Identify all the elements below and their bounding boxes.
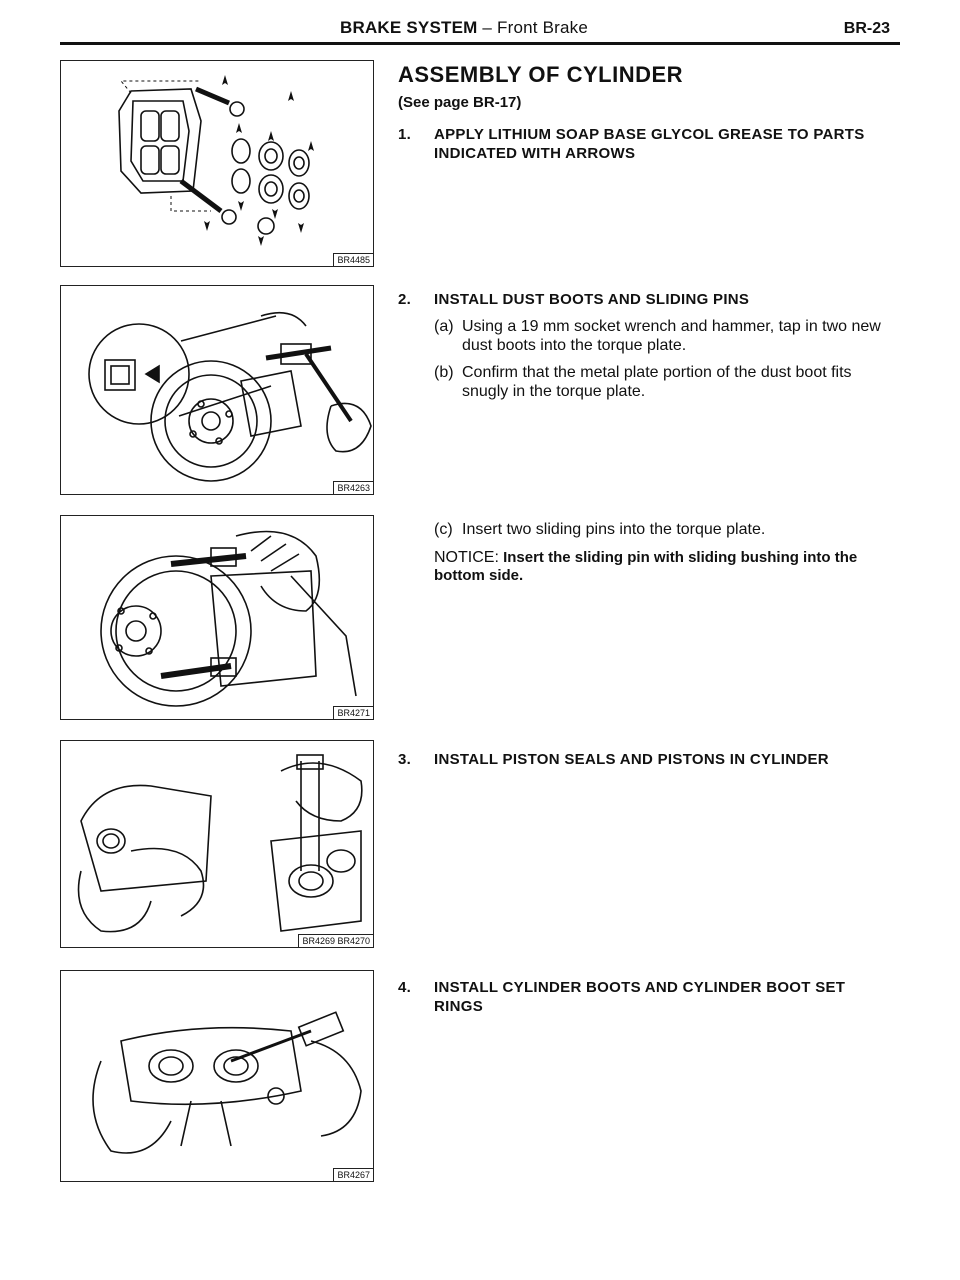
header-subsection: Front Brake <box>497 18 589 37</box>
sub-step-text: Confirm that the metal plate portion of … <box>462 364 852 400</box>
figure-label: BR4269 BR4270 <box>298 934 373 947</box>
step-text: INSTALL CYLINDER BOOTS AND CYLINDER BOOT… <box>434 979 846 1015</box>
step-number: 4. <box>398 979 412 996</box>
section-step-4: 4. INSTALL CYLINDER BOOTS AND CYLINDER BO… <box>398 978 898 1016</box>
header-rule <box>60 42 900 45</box>
step-text: INSTALL PISTON SEALS AND PISTONS IN CYLI… <box>434 751 829 768</box>
step-text: APPLY LITHIUM SOAP BASE GLYCOL GREASE TO… <box>434 126 865 162</box>
figure-cylinder-boots: BR4267 <box>60 970 374 1182</box>
section-assembly: ASSEMBLY OF CYLINDER (See page BR-17) 1.… <box>398 62 898 163</box>
step-1: 1. APPLY LITHIUM SOAP BASE GLYCOL GREASE … <box>398 125 898 163</box>
sub-step-text: Insert two sliding pins into the torque … <box>462 521 766 538</box>
step-3: 3. INSTALL PISTON SEALS AND PISTONS IN CY… <box>398 750 898 769</box>
section-step-3: 3. INSTALL PISTON SEALS AND PISTONS IN CY… <box>398 750 898 769</box>
section-step-2: 2. INSTALL DUST BOOTS AND SLIDING PINS (a… <box>398 290 898 401</box>
header-section: BRAKE SYSTEM <box>340 18 478 37</box>
step-2a: (a) Using a 19 mm socket wrench and hamme… <box>434 317 898 355</box>
figure-label: BR4267 <box>333 1168 373 1181</box>
step-number: 3. <box>398 751 412 768</box>
dust-boot-illustration <box>88 311 372 482</box>
section-step-2c: (c) Insert two sliding pins into the torq… <box>398 520 898 585</box>
notice: NOTICE: Insert the sliding pin with slid… <box>434 549 894 585</box>
sliding-pins-illustration <box>100 530 357 707</box>
step-text: INSTALL DUST BOOTS AND SLIDING PINS <box>434 291 750 308</box>
cylinder-boots-illustration <box>92 1011 362 1154</box>
step-2: 2. INSTALL DUST BOOTS AND SLIDING PINS <box>398 290 898 309</box>
step-2b: (b) Confirm that the metal plate portion … <box>434 363 898 401</box>
sub-step-letter: (c) <box>434 521 453 538</box>
figure-piston-install: BR4269 BR4270 <box>60 740 374 948</box>
figure-label: BR4271 <box>333 706 373 719</box>
piston-install-illustration <box>77 754 363 933</box>
step-number: 2. <box>398 291 412 308</box>
section-title: ASSEMBLY OF CYLINDER <box>398 62 684 87</box>
page-number: BR-23 <box>843 20 890 37</box>
notice-label: NOTICE: <box>434 549 499 566</box>
header-separator: – <box>477 18 497 37</box>
sub-step-letter: (b) <box>434 364 454 381</box>
figure-sliding-pins: BR4271 <box>60 515 374 720</box>
section-reference: (See page BR-17) <box>398 94 522 111</box>
notice-text: Insert the sliding pin with sliding bush… <box>434 549 858 584</box>
figure-dust-boot-install: BR4263 <box>60 285 374 495</box>
page-header: BRAKE SYSTEM – Front Brake BR-23 <box>60 14 900 45</box>
figure-exploded-parts: BR4485 <box>60 60 374 267</box>
figure-label: BR4263 <box>333 481 373 494</box>
sub-step-text: Using a 19 mm socket wrench and hammer, … <box>462 318 881 354</box>
sub-step-letter: (a) <box>434 318 454 335</box>
step-number: 1. <box>398 126 412 143</box>
step-4: 4. INSTALL CYLINDER BOOTS AND CYLINDER BO… <box>398 978 898 1016</box>
header-title: BRAKE SYSTEM – Front Brake <box>340 18 588 38</box>
step-2c: (c) Insert two sliding pins into the torq… <box>434 520 898 539</box>
figure-label: BR4485 <box>333 253 373 266</box>
exploded-parts-illustration <box>118 75 314 246</box>
